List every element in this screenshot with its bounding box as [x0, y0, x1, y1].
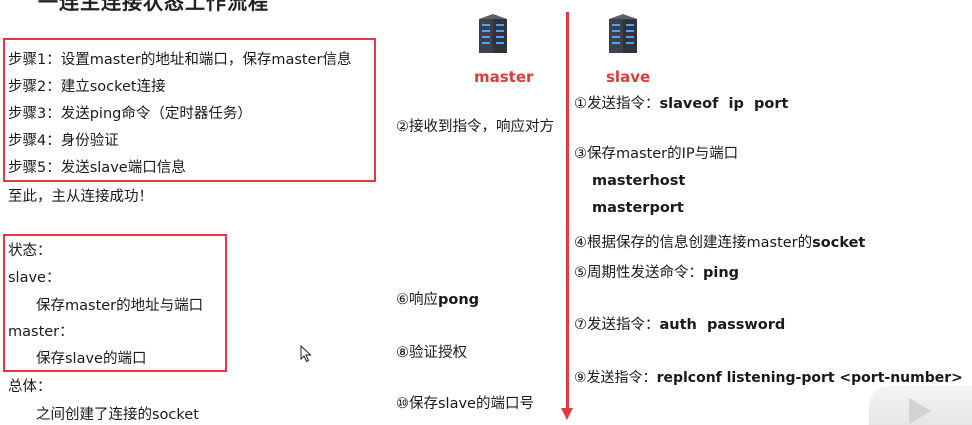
slave-action-9-bold: replconf listening-port <port-number> [656, 370, 963, 386]
master-action-8: ⑧验证授权 [396, 345, 467, 361]
timeline-arrow-head-icon [561, 408, 573, 420]
slave-action-1-bold: slaveof ip port [659, 96, 789, 112]
state-master-label: master： [8, 324, 74, 340]
slave-label: slave [606, 68, 651, 86]
slave-action-4-bold: socket [812, 235, 866, 251]
slave-action-5-prefix: ⑤周期性发送命令： [574, 265, 703, 281]
slave-action-5: ⑤周期性发送命令：ping [574, 263, 739, 283]
step-2: 步骤2：建立socket连接 [8, 79, 166, 95]
state-master-value: 保存slave的端口 [36, 351, 147, 367]
slave-action-3-host: masterhost [592, 173, 686, 189]
overall-heading: 总体： [8, 379, 52, 395]
slave-action-9-prefix: ⑨发送指令： [574, 370, 657, 386]
slave-action-3: ③保存master的IP与端口 [574, 146, 739, 162]
slave-action-9: ⑨发送指令：replconf listening-port <port-numb… [574, 368, 963, 388]
overall-value: 之间创建了连接的socket [36, 407, 199, 423]
master-action-6: ⑥响应pong [396, 290, 479, 310]
slave-action-3-port: masterport [592, 200, 684, 216]
step-1: 步骤1：设置master的地址和端口，保存master信息 [8, 52, 352, 68]
steps-box [3, 38, 376, 182]
timeline-arrow-line [566, 12, 569, 410]
step-3: 步骤3：发送ping命令（定时器任务） [8, 106, 252, 122]
master-action-6-prefix: ⑥响应 [396, 292, 438, 308]
state-slave-label: slave： [8, 270, 61, 286]
mouse-cursor-icon [300, 345, 312, 363]
state-heading: 状态： [8, 243, 52, 259]
slave-action-7-prefix: ⑦发送指令： [574, 317, 660, 333]
master-server-icon [479, 14, 507, 53]
master-label: master [474, 68, 534, 86]
success-text: 至此，主从连接成功！ [8, 189, 153, 205]
slave-action-4: ④根据保存的信息创建连接master的socket [574, 233, 865, 253]
slave-action-5-bold: ping [703, 265, 740, 281]
video-play-overlay[interactable] [869, 386, 972, 425]
slide-title: 一连主连接状态工作流程 [38, 0, 269, 14]
master-action-6-bold: pong [438, 292, 480, 308]
slave-action-7: ⑦发送指令：auth password [574, 315, 785, 335]
slave-action-1-prefix: ①发送指令： [574, 96, 660, 112]
slave-action-4-prefix: ④根据保存的信息创建连接master的 [574, 235, 813, 251]
slave-server-icon [609, 14, 637, 53]
slave-action-7-bold: auth password [659, 317, 786, 333]
state-slave-value: 保存master的地址与端口 [36, 298, 204, 314]
master-action-2: ②接收到指令，响应对方 [396, 119, 554, 135]
slave-action-1: ①发送指令：slaveof ip port [574, 94, 788, 114]
state-box [3, 234, 227, 372]
master-action-10: ⑩保存slave的端口号 [396, 396, 534, 412]
step-4: 步骤4：身份验证 [8, 133, 119, 149]
step-5: 步骤5：发送slave端口信息 [8, 160, 186, 176]
play-icon [909, 398, 931, 424]
